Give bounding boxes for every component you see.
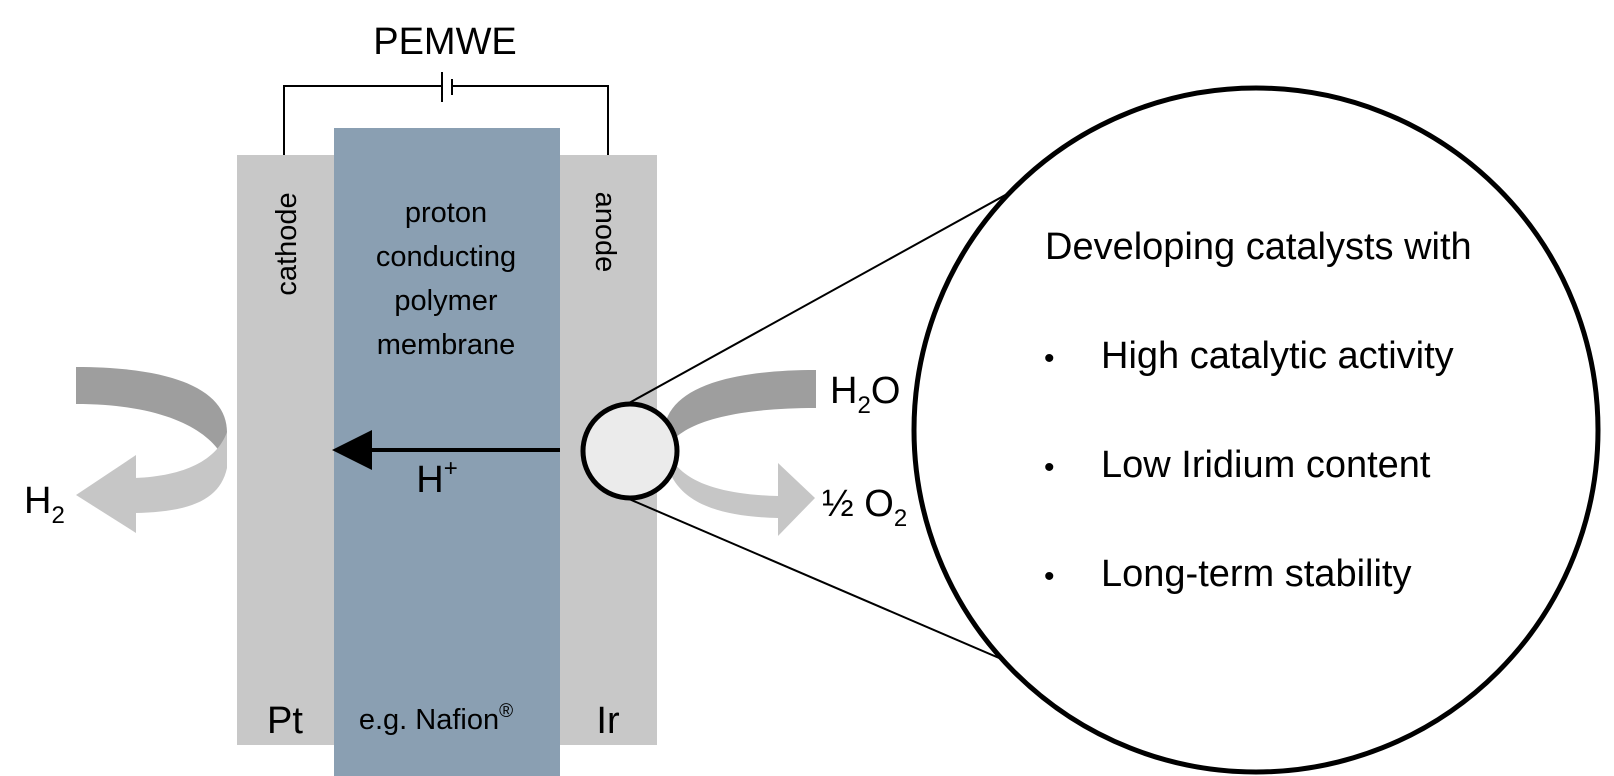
- cathode-arrow-light: [135, 432, 227, 513]
- bullet-marker: •: [1044, 342, 1055, 375]
- anode-arrow-light: [663, 430, 778, 518]
- proton-label: H+: [416, 455, 457, 501]
- hydrogen-label: H2: [24, 480, 65, 529]
- membrane-example: e.g. Nafion®: [359, 701, 513, 736]
- membrane-line: conducting: [376, 241, 516, 273]
- anode-label: anode: [589, 192, 621, 273]
- bullet-item: High catalytic activity: [1101, 335, 1454, 377]
- anode-arrow-head: [778, 463, 815, 536]
- bullet-item: Long-term stability: [1101, 553, 1411, 595]
- membrane-description: proton conducting polymer membrane: [376, 197, 516, 361]
- zoom-line-top: [628, 187, 1019, 404]
- callout-heading: Developing catalysts with: [1045, 226, 1472, 268]
- water-label: H2O: [830, 370, 900, 419]
- cathode-arrow-dark: [76, 367, 227, 468]
- cathode-plate: [237, 155, 335, 745]
- cathode-label: cathode: [271, 192, 303, 295]
- callout-circle: [911, 85, 1601, 775]
- membrane-line: membrane: [377, 329, 516, 361]
- membrane-line: polymer: [394, 285, 497, 317]
- anode-catalyst: Ir: [596, 700, 620, 742]
- bullet-marker: •: [1044, 560, 1055, 593]
- membrane-line: proton: [405, 197, 487, 229]
- zoom-line-bottom: [628, 498, 1021, 668]
- oxygen-label: ½ O2: [822, 483, 907, 532]
- bullet-item: Low Iridium content: [1101, 444, 1431, 486]
- callout-bullets: • High catalytic activity • Low Iridium …: [1044, 335, 1454, 595]
- cathode-catalyst: Pt: [267, 700, 303, 742]
- cathode-arrow-head: [76, 455, 136, 533]
- power-circuit: [283, 72, 609, 155]
- bullet-marker: •: [1044, 451, 1055, 484]
- zoom-spot: [580, 401, 680, 501]
- title-label: PEMWE: [373, 21, 517, 63]
- anode-arrow-dark: [664, 370, 816, 458]
